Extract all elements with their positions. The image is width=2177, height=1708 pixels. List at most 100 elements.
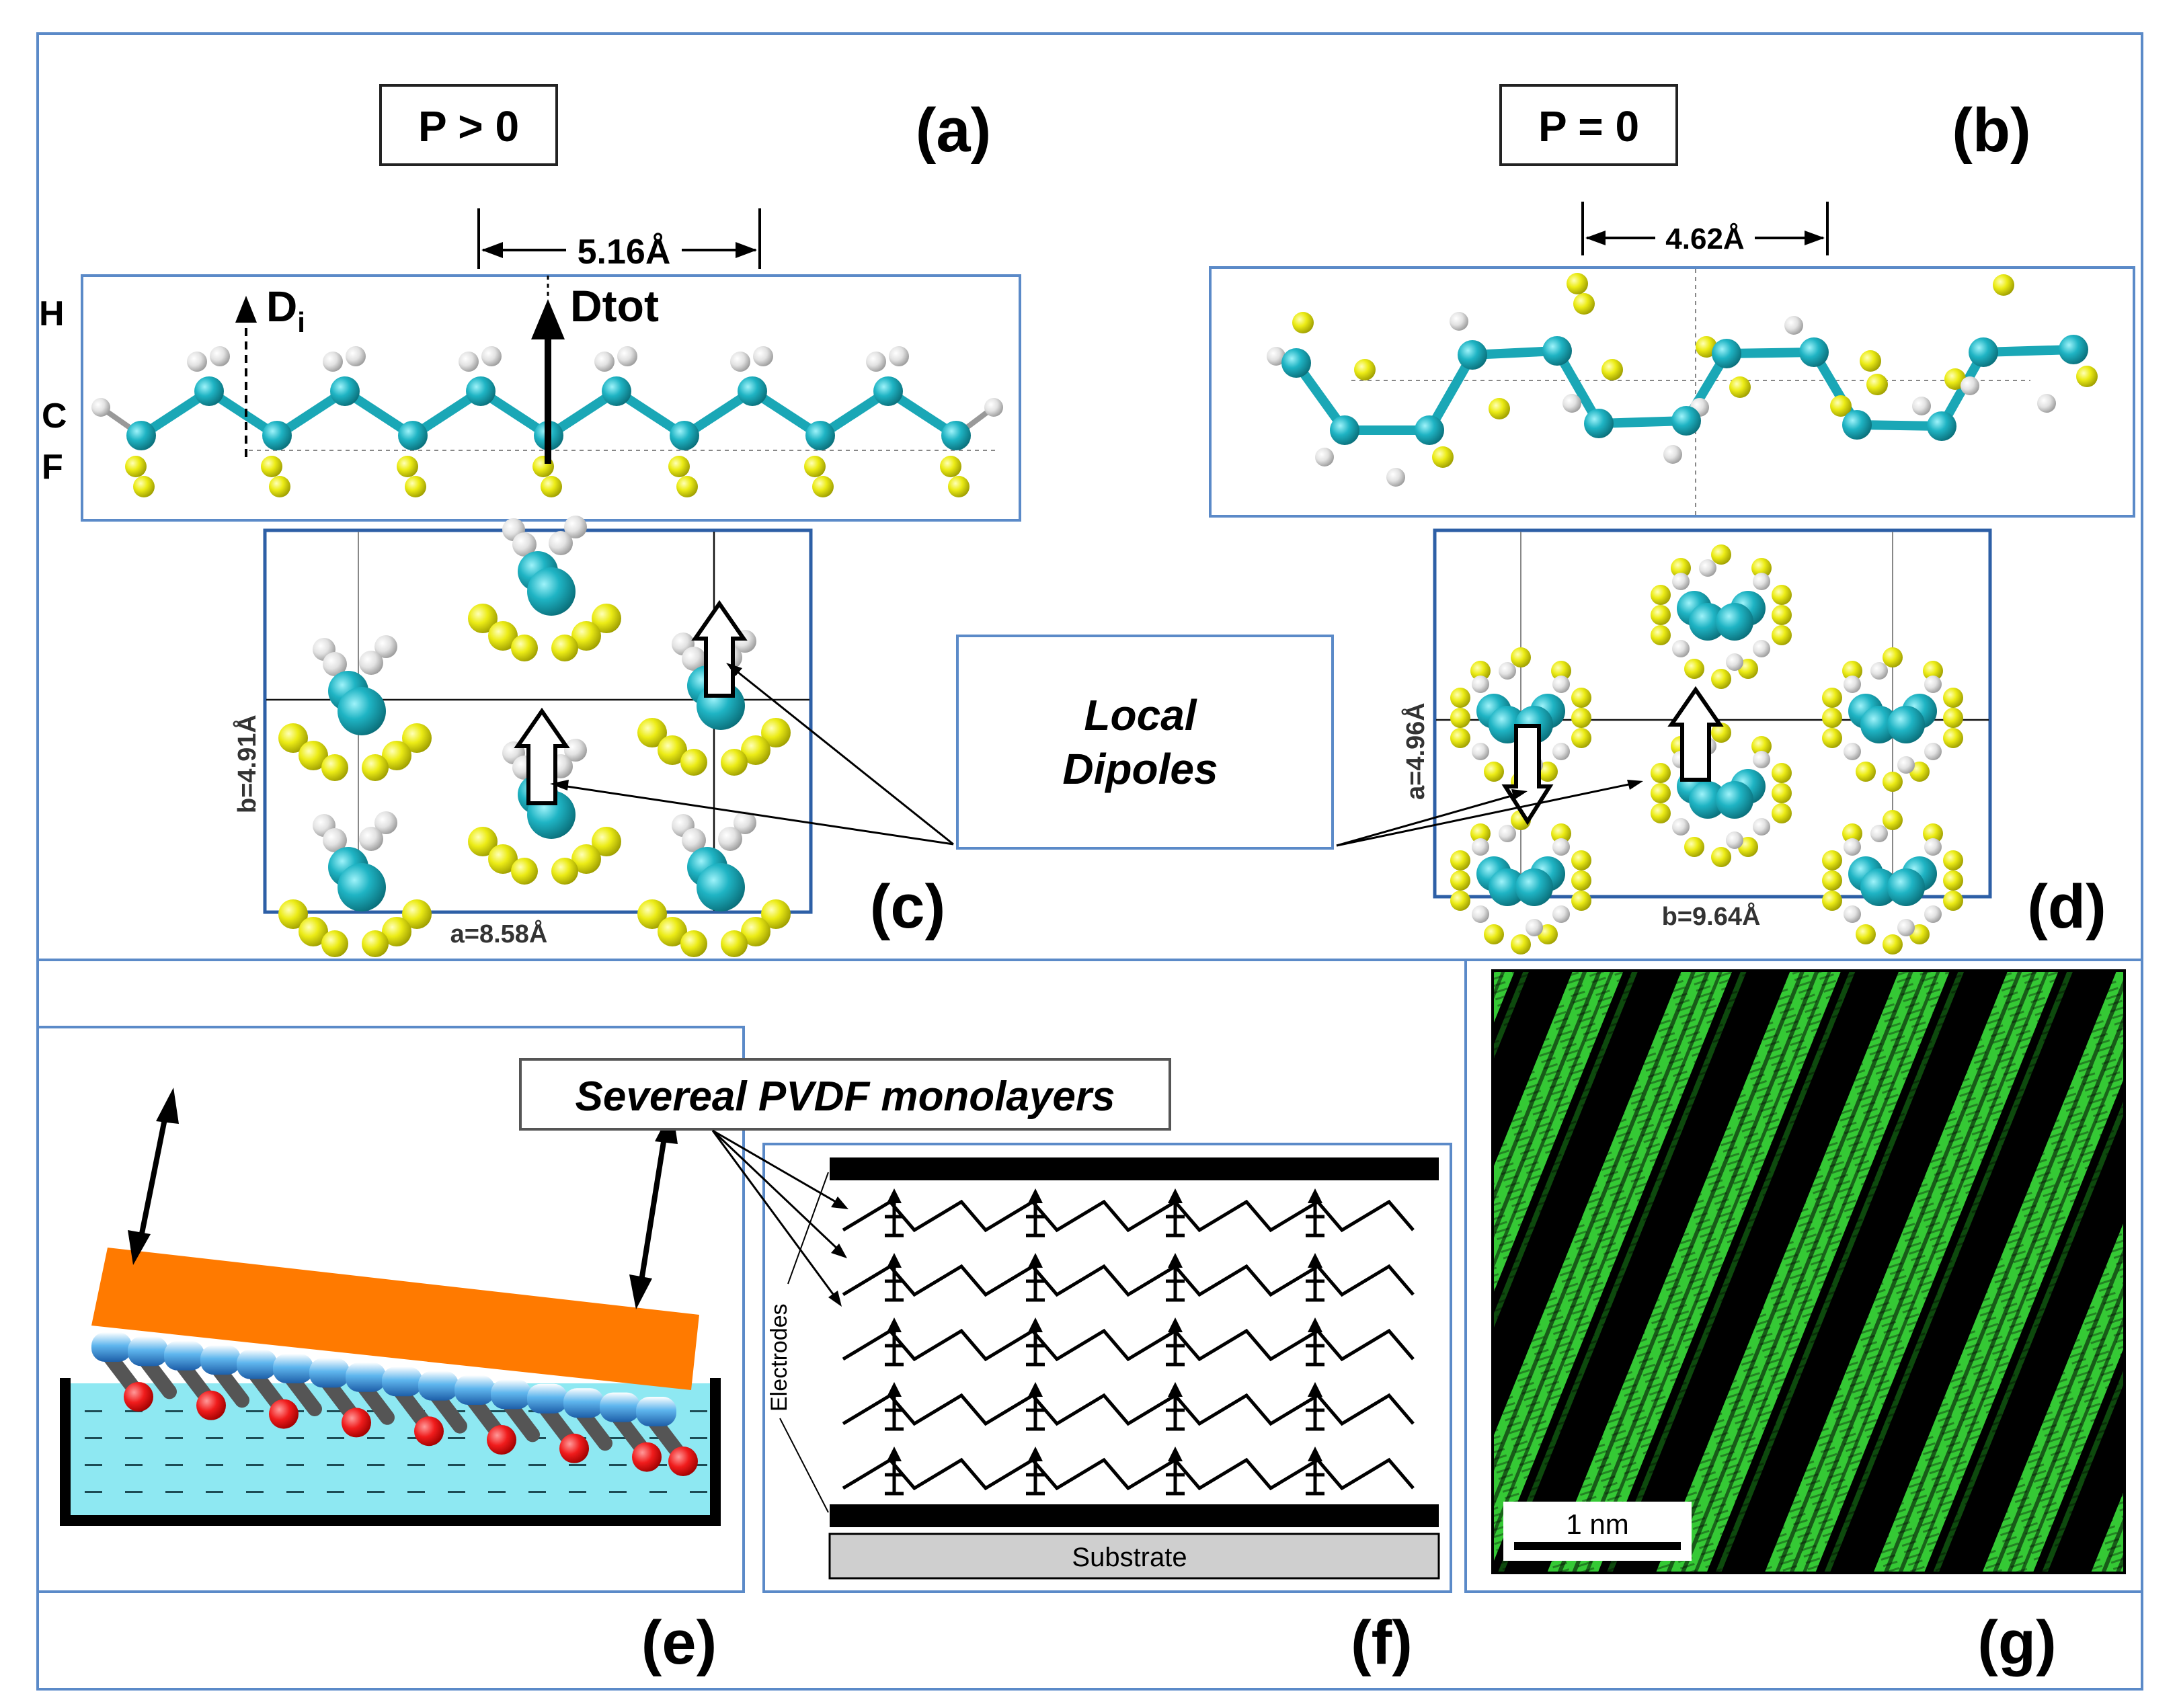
fluorine-atom xyxy=(1751,558,1772,578)
fluorine-atom xyxy=(1822,850,1842,870)
carbon-atom xyxy=(1542,336,1572,366)
carbon-atom xyxy=(1860,868,1898,906)
fluorine-atom xyxy=(1772,803,1792,823)
hydrogen-atom xyxy=(1897,919,1915,936)
carbon-atom xyxy=(941,421,971,450)
hydrogen-atom xyxy=(1552,905,1570,923)
fluorine-atom xyxy=(804,456,826,477)
hydrogen-atom xyxy=(682,647,706,671)
axis-label-b-c: b=4.91Å xyxy=(232,715,262,813)
dipole-arrowhead xyxy=(1028,1382,1043,1397)
arrowhead-right-a xyxy=(736,242,757,258)
fluorine-atom xyxy=(1944,368,1966,390)
fluorine-atom xyxy=(1450,688,1470,708)
oxygen-atom xyxy=(668,1447,698,1476)
molecule-head xyxy=(454,1375,495,1405)
hydrogen-atom xyxy=(1844,905,1861,923)
monolayer-callout-label: Severeal PVDF monolayers xyxy=(576,1073,1115,1120)
fluorine-atom xyxy=(1943,728,1963,748)
fluorine-atom xyxy=(468,827,498,856)
hydrogen-atom xyxy=(730,352,750,372)
hydrogen-atom xyxy=(889,346,909,366)
fluorine-atom xyxy=(1830,395,1852,417)
fluorine-atom xyxy=(1943,850,1963,870)
hydrogen-atom xyxy=(1672,818,1690,836)
molecule-head xyxy=(346,1362,386,1392)
fluorine-atom xyxy=(488,621,518,651)
fluorine-atom xyxy=(1923,661,1943,681)
fluorine-atom xyxy=(1651,783,1671,803)
hydrogen-atom xyxy=(1472,676,1489,693)
fluorine-atom xyxy=(1651,763,1671,783)
fluorine-atom xyxy=(1866,374,1888,395)
hydrogen-atom xyxy=(549,531,573,555)
dipole-total-label: Dtot xyxy=(570,281,659,331)
condition-box-b xyxy=(1499,84,1678,166)
carbon-atom xyxy=(1799,337,1829,367)
monolayer-callout-box xyxy=(519,1058,1171,1131)
fluorine-atom xyxy=(1943,870,1963,891)
dipole-arrowhead xyxy=(1308,1188,1322,1203)
fluorine-atom xyxy=(1651,625,1671,645)
hydrogen-atom xyxy=(323,352,343,372)
monolayer-zigzag xyxy=(842,1328,1415,1362)
molecule-head xyxy=(200,1345,241,1375)
hydrogen-atom xyxy=(1753,573,1770,590)
fluorine-atom xyxy=(1883,934,1903,954)
substrate-label: Substrate xyxy=(1072,1543,1187,1572)
hydrogen-atom xyxy=(1912,397,1931,415)
fluorine-atom xyxy=(1571,728,1591,748)
hydrogen-atom xyxy=(1472,905,1489,923)
oxygen-atom xyxy=(124,1382,153,1412)
molecule-head xyxy=(491,1379,531,1410)
hydrogen-atom xyxy=(1784,316,1803,335)
carbon-atom xyxy=(1887,868,1925,906)
carbon-atom xyxy=(1716,603,1753,641)
fluorine-atom xyxy=(321,930,348,957)
panel-g: 1 nm (g) xyxy=(1464,959,2143,1677)
carbon-atom xyxy=(1671,406,1701,436)
carbon-atom xyxy=(1969,337,1998,367)
spacing-label-a: 5.16Å xyxy=(578,233,671,272)
fluorine-atom xyxy=(1511,934,1531,954)
hydrogen-atom xyxy=(1267,347,1285,366)
molecule-head xyxy=(563,1388,604,1418)
molecule-head xyxy=(309,1358,350,1388)
fluorine-atom xyxy=(1822,870,1842,891)
fluorine-atom xyxy=(1883,810,1903,830)
carbon-atom xyxy=(1330,415,1359,445)
fluorine-atom xyxy=(382,917,411,946)
molecule-head xyxy=(600,1392,640,1422)
carbon-atom xyxy=(738,376,767,406)
hydrogen-atom xyxy=(1870,825,1888,842)
hydrogen-atom xyxy=(1562,394,1581,413)
hydrogen-atom xyxy=(866,352,886,372)
hydrogen-atom xyxy=(1753,640,1770,657)
hydrogen-atom xyxy=(374,635,397,658)
hydrogen-atom xyxy=(346,346,366,366)
fluorine-atom xyxy=(812,476,834,497)
carbon-atom xyxy=(1887,706,1925,743)
molecule-head xyxy=(418,1371,459,1401)
fluorine-atom xyxy=(1450,870,1470,891)
fluorine-atom xyxy=(680,749,707,776)
carbon-atom xyxy=(1415,415,1444,445)
hydrogen-atom xyxy=(1450,312,1468,331)
fluorine-atom xyxy=(658,917,687,946)
fluorine-atom xyxy=(676,476,698,497)
carbon-atom xyxy=(1689,603,1727,641)
motion-arrow-right xyxy=(637,1129,668,1290)
fluorine-atom xyxy=(402,899,432,929)
fluorine-atom xyxy=(741,917,770,946)
callout-pointer-f-2 xyxy=(711,1129,842,1253)
callout-pointer-f-1 xyxy=(712,1129,841,1206)
condition-label-a: P > 0 xyxy=(418,102,519,151)
hydrogen-atom xyxy=(1499,662,1516,680)
atom-label-c: C xyxy=(42,397,67,436)
fluorine-atom xyxy=(468,604,498,633)
carbon-atom xyxy=(805,421,835,450)
carbon-atom xyxy=(1927,411,1956,441)
fluorine-atom xyxy=(2076,366,2098,387)
fluorine-atom xyxy=(668,456,690,477)
molecule-head xyxy=(636,1397,676,1426)
